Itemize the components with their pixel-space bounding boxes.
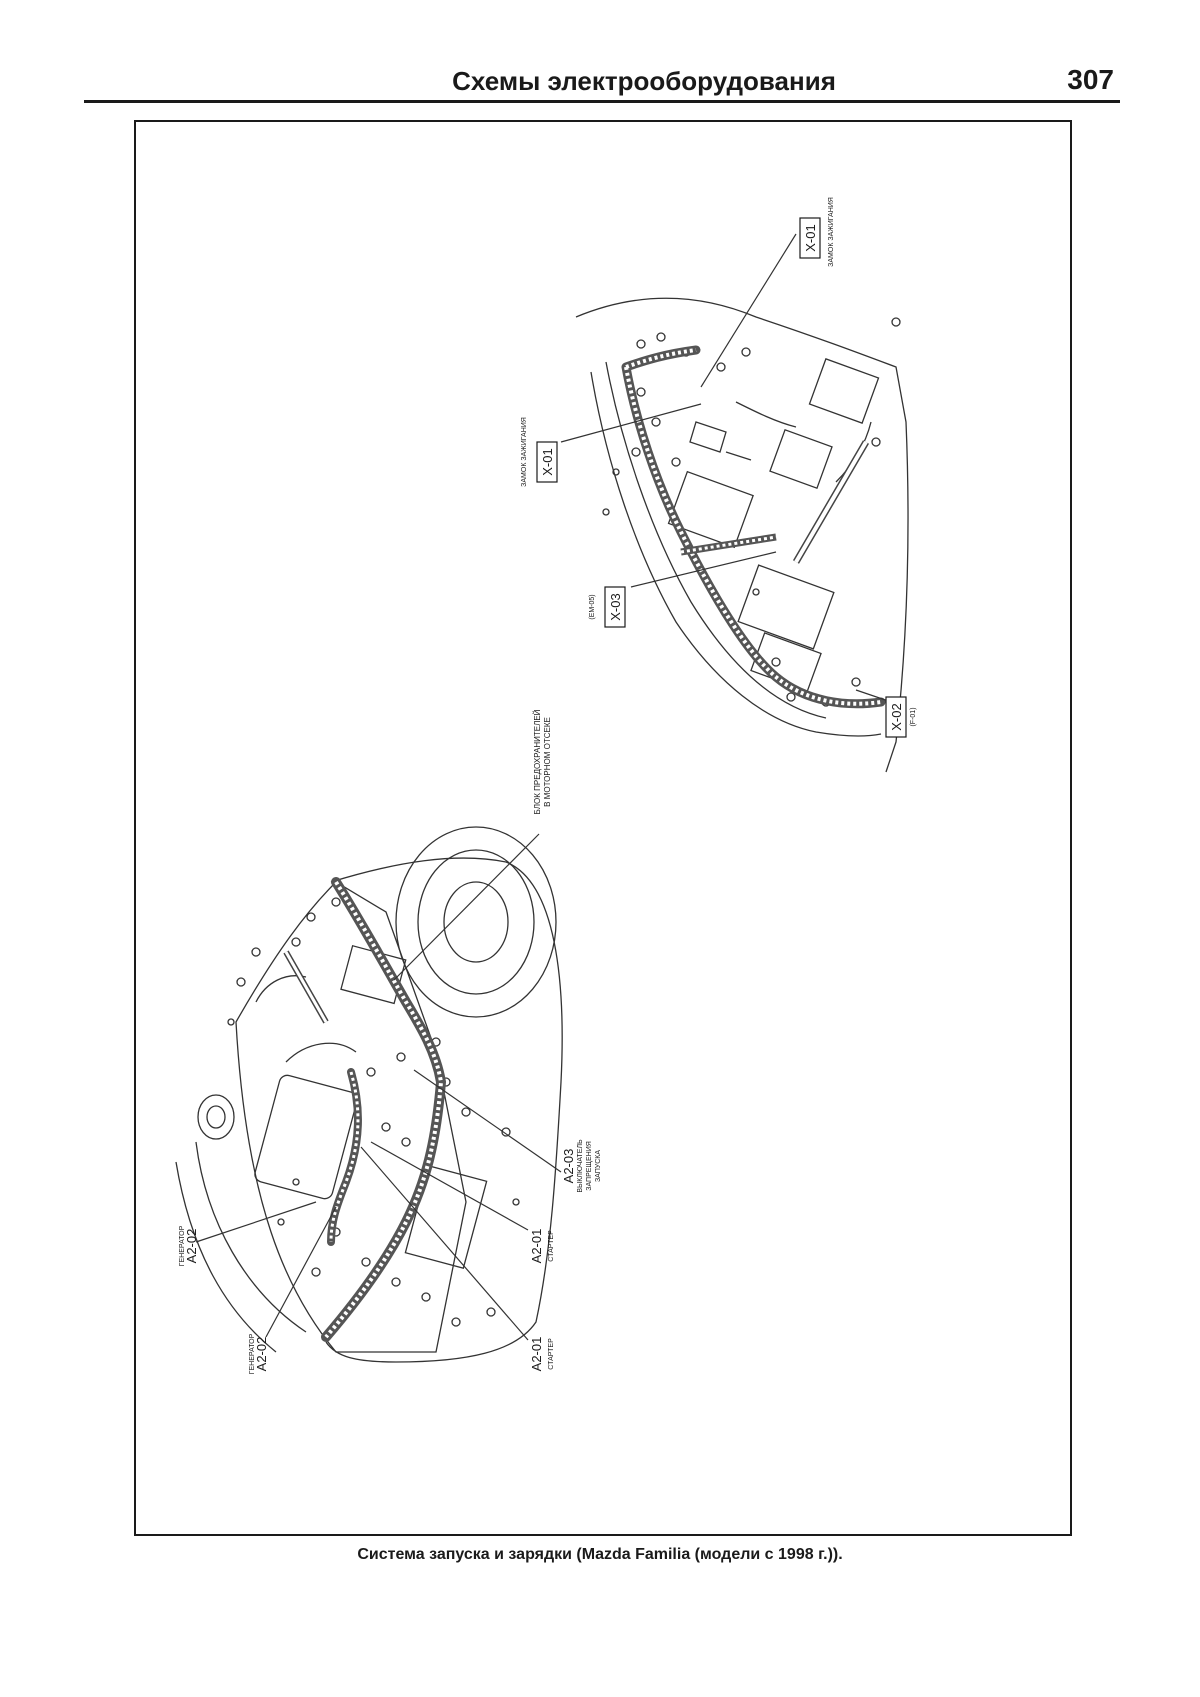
engine-hose-1 [285,1042,357,1063]
a201-lower-code: А2-01 [529,1337,544,1372]
label-x01-top: X-01 ЗАМОК ЗАЖИГАНИЯ [799,197,835,267]
a201-lower-desc: СТАРТЕР [548,1338,555,1370]
generator-pulley [206,1105,226,1129]
x01-left-code: X-01 [540,448,555,475]
engine-block [254,1074,358,1200]
x03-note: (ЕМ-05) [589,594,596,619]
x02-code: X-02 [889,703,904,730]
wiring-diagram: X-01 ЗАМОК ЗАЖИГАНИЯ X-01 ЗАМОК ЗАЖИГАНИ… [175,197,917,1374]
label-x03: X-03 (ЕМ-05) [589,586,626,628]
label-a202-lower: ГЕНЕРАТОР А2-02 [249,1333,269,1374]
cabin-drawing [575,297,909,773]
cabin-detail-1 [689,421,752,461]
a201-upper-desc: СТАРТЕР [548,1230,555,1262]
a202-upper-desc: ГЕНЕРАТОР [179,1225,186,1266]
engine-harness-main-beads [324,880,444,1339]
cabin-module-3 [667,470,754,549]
label-a201-lower: А2-01 СТАРТЕР [529,1337,555,1372]
x01-top-desc: ЗАМОК ЗАЖИГАНИЯ [828,197,835,267]
cabin-pipe-core [794,440,868,564]
fuse-block-line1: БЛОК ПРЕДОХРАНИТЕЛЕЙ [533,709,542,814]
label-x02: X-02 (F-01) [885,696,917,738]
engine-body-outline [325,857,563,1363]
cabin-outline-inner [605,361,827,719]
x03-box [604,586,626,628]
a202-upper-code: А2-02 [184,1229,199,1264]
engine-hose-3-core [284,951,328,1023]
page-title: Схемы электрооборудования [452,66,836,96]
a203-line3: ЗАПУСКА [595,1150,602,1182]
a202-lower-code: А2-02 [254,1337,269,1372]
x01-top-box [799,217,821,259]
lower-leaders [195,833,562,1341]
engine-bay-outline [235,881,467,1353]
x02-box [885,696,907,738]
cabin-module-1 [808,358,880,424]
bumper-line-1 [195,1141,307,1333]
a203-line1: ВЫКЛЮЧАТЕЛЬ [577,1139,584,1193]
label-a202-upper: ГЕНЕРАТОР А2-02 [179,1225,199,1266]
label-fuse-block: БЛОК ПРЕДОХРАНИТЕЛЕЙ В МОТОРНОМ ОТСЕКЕ [533,709,552,814]
wheel-hub [443,881,509,963]
page-number: 307 [1067,64,1114,95]
cabin-harness-beads [624,348,882,706]
x01-left-box [536,441,558,483]
fuse-block-line2: В МОТОРНОМ ОТСЕКЕ [543,717,552,807]
cabin-detail-2 [735,401,797,428]
a201-upper-code: А2-01 [529,1229,544,1264]
wheel-tire-outer [395,826,557,1018]
x01-top-code: X-01 [803,224,818,251]
bumper-line-2 [175,1161,277,1353]
engine-connectors [227,897,520,1327]
a203-code: А2-03 [561,1149,576,1184]
a203-line2: ЗАПРЕЩЕНИЯ [586,1141,593,1191]
a202-lower-desc: ГЕНЕРАТОР [249,1333,256,1374]
header-rule [84,100,1120,103]
label-a201-upper: А2-01 СТАРТЕР [529,1229,555,1264]
wheel-tire-inner [417,849,535,995]
air-filter [404,1164,488,1270]
cabin-detail-3 [835,421,872,483]
label-x01-left: X-01 ЗАМОК ЗАЖИГАНИЯ [521,417,558,487]
cabin-outline-outer [590,371,882,737]
cabin-module-4 [737,564,835,650]
cabin-module-2 [769,428,833,490]
cabin-branch-beads [680,535,777,554]
figure-frame: X-01 ЗАМОК ЗАЖИГАНИЯ X-01 ЗАМОК ЗАЖИГАНИ… [134,120,1072,1536]
x01-left-desc: ЗАМОК ЗАЖИГАНИЯ [521,417,528,487]
figure-caption: Система запуска и зарядки (Mazda Familia… [357,1546,843,1563]
generator-body [197,1094,235,1140]
engine-harness-branch [327,1068,362,1246]
upper-leaders [560,233,907,708]
cabin-body-outline [575,297,909,773]
page-header: Схемы электрооборудования 307 [84,62,1120,103]
x02-note: (F-01) [910,707,917,726]
label-a203: А2-03 ВЫКЛЮЧАТЕЛЬ ЗАПРЕЩЕНИЯ ЗАПУСКА [561,1139,602,1193]
x03-code: X-03 [608,593,623,620]
